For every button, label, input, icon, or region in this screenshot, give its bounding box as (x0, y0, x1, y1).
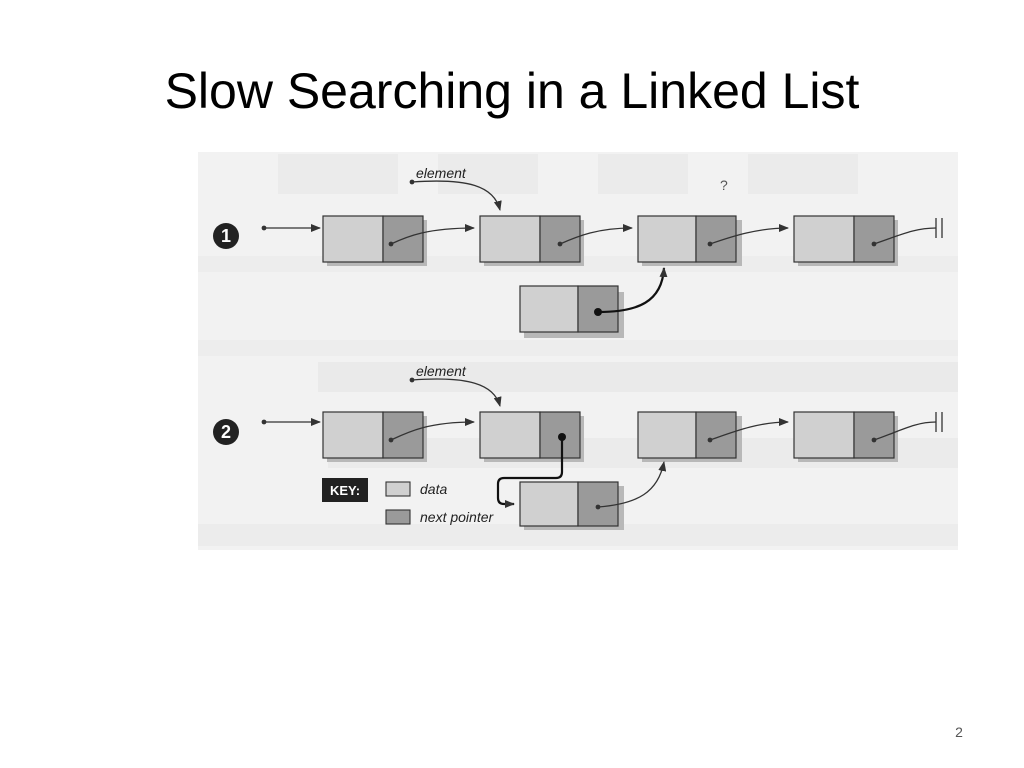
step-2-badge: 2 (213, 419, 239, 445)
slide-title: Slow Searching in a Linked List (164, 63, 860, 119)
row2-link-3 (709, 418, 789, 441)
row1-node-4 (793, 215, 898, 266)
row2-link-1 (390, 418, 475, 441)
step-1-badge: 1 (213, 223, 239, 249)
row1-null-link (873, 227, 937, 245)
key-data-swatch (385, 481, 411, 497)
row2-element-label: element (416, 363, 467, 379)
row1-node-2 (479, 215, 584, 266)
step-1-number: 1 (221, 226, 231, 246)
row2-new-link (496, 437, 564, 508)
key-legend: KEY: data next pointer (322, 478, 494, 525)
key-pointer-label: next pointer (420, 509, 494, 525)
row2-null-link (873, 421, 937, 441)
row2-inserted-node (519, 481, 624, 530)
key-data-label: data (420, 481, 447, 497)
row2-element-pointer (411, 378, 502, 407)
row1-node-3 (637, 215, 742, 266)
question-mark: ? (720, 177, 728, 193)
row1-element-label: element (416, 165, 467, 181)
key-title: KEY: (330, 483, 360, 498)
row1-node-1 (322, 215, 427, 266)
row1-element-pointer (411, 180, 502, 211)
page-number: 2 (955, 724, 963, 740)
row2-node-2 (479, 411, 584, 462)
row1-link-1 (390, 224, 475, 245)
row2-node-4 (793, 411, 898, 462)
linked-list-diagram: 1 (198, 154, 958, 546)
key-pointer-swatch (385, 509, 411, 525)
linked-list-figure: 1 (198, 152, 958, 550)
step-2-number: 2 (221, 422, 231, 442)
row2-node-1 (322, 411, 427, 462)
row1-removed-node (519, 285, 624, 338)
row2-node-3 (637, 411, 742, 462)
row1-removed-pointer (597, 267, 668, 314)
row1-link-3 (709, 224, 789, 245)
row2-inserted-pointer (597, 461, 667, 508)
row1-link-2 (559, 224, 633, 245)
